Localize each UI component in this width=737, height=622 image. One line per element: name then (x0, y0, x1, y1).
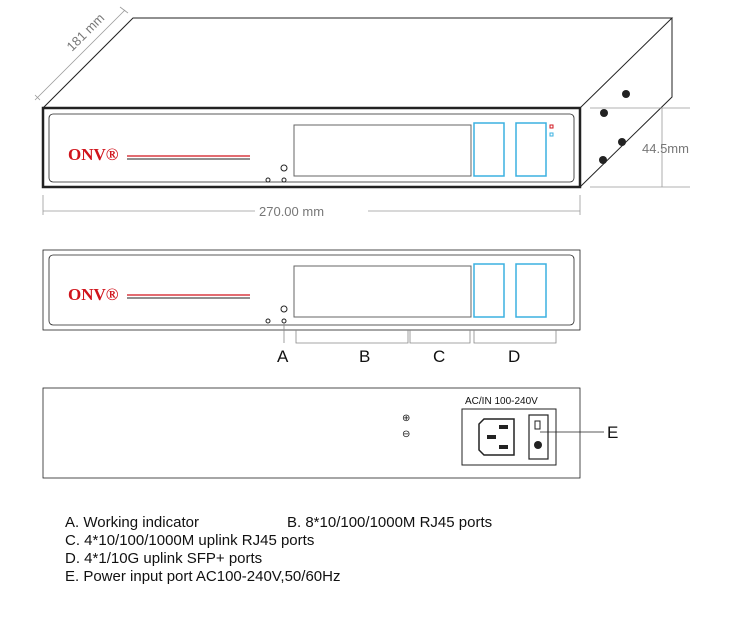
brand-logo: ONV® (68, 145, 119, 164)
callout-b: B (359, 347, 370, 366)
front-view (42, 249, 581, 344)
width-dimension: 270.00 mm (259, 204, 324, 219)
height-dimension: 44.5mm (642, 141, 689, 156)
rear-view (42, 387, 604, 479)
callout-d: D (508, 347, 520, 366)
callout-a: A (277, 347, 289, 366)
power-switch (528, 414, 549, 460)
side-screws (599, 90, 630, 164)
depth-dimension: 181 mm (64, 10, 108, 54)
top-face (42, 17, 674, 109)
callout-lines (283, 323, 557, 344)
isometric-view (41, 17, 674, 189)
sfp-port-block (515, 122, 547, 177)
iec-power-socket (478, 418, 515, 456)
ground-symbol: ⊖ (402, 429, 410, 440)
front-panel-1-content: ONV® (68, 122, 554, 183)
side-face (579, 18, 673, 188)
power-label: AC/IN 100-240V (465, 396, 538, 407)
legend-b: B. 8*10/100/1000M RJ45 ports (287, 514, 492, 531)
front-panel-inner (48, 113, 575, 183)
front-panel (41, 106, 582, 189)
legend-a: A. Working indicator (65, 514, 199, 531)
legend-d: D. 4*1/10G uplink SFP+ ports (65, 550, 262, 567)
brand-logo: ONV® (68, 285, 119, 304)
legend-e: E. Power input port AC100-240V,50/60Hz (65, 568, 340, 585)
callout-e: E (607, 423, 618, 442)
ground-symbol: ⊕ (402, 413, 410, 424)
rj45-port-block (293, 124, 472, 177)
dimension-lines (34, 6, 690, 215)
legend-c: C. 4*10/100/1000M uplink RJ45 ports (65, 532, 314, 549)
callout-c: C (433, 347, 445, 366)
sfp-port-block (473, 122, 505, 177)
legend: A. Working indicator B. 8*10/100/1000M R… (65, 514, 492, 585)
